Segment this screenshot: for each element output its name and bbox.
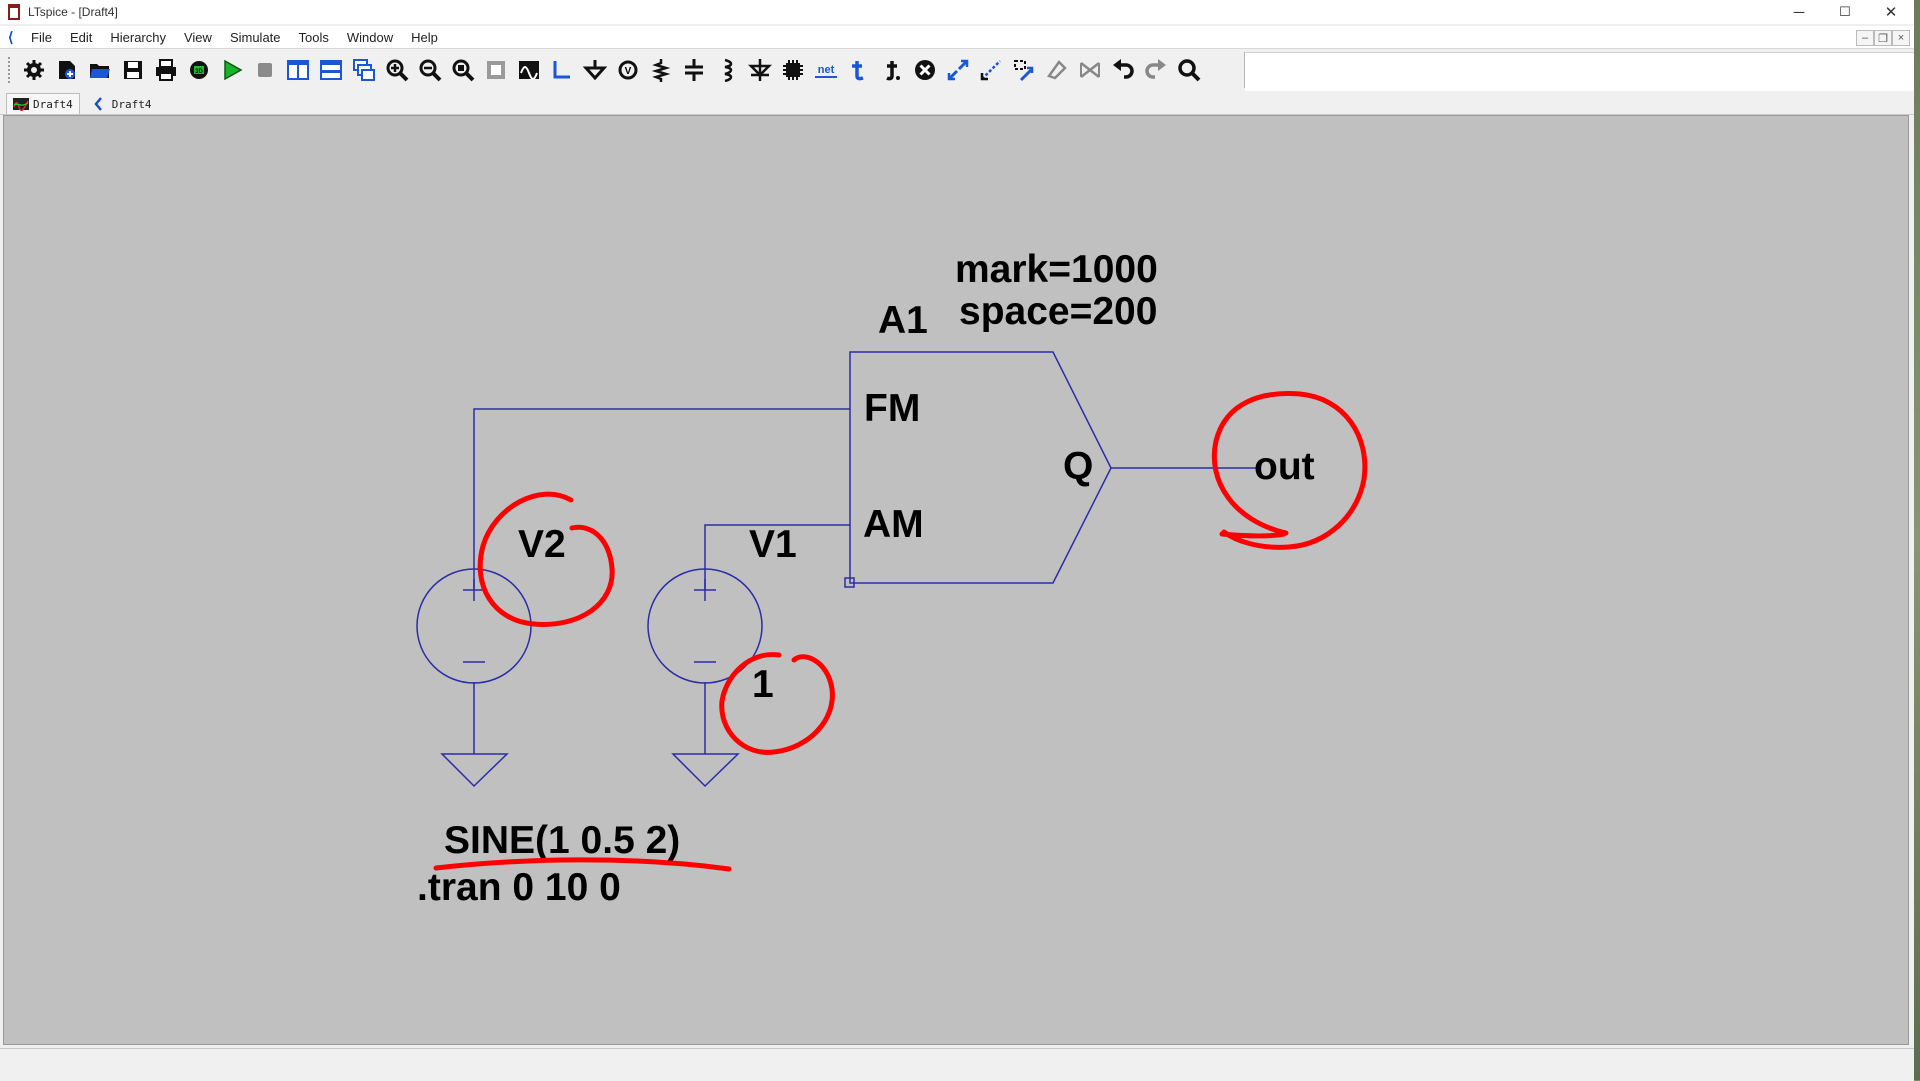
mdi-restore-button[interactable]: ❐: [1874, 30, 1892, 46]
inductor-icon[interactable]: [712, 55, 742, 85]
print-icon[interactable]: [151, 55, 181, 85]
instance-name-a1[interactable]: A1: [878, 299, 928, 342]
netlist-icon[interactable]: 3D: [184, 55, 214, 85]
tab-draft4-waveform[interactable]: Draft4: [6, 93, 80, 114]
menu-edit[interactable]: Edit: [69, 29, 93, 45]
mirror-icon[interactable]: [1075, 55, 1105, 85]
schematic-drawing: mark=1000 space=200 A1 FM AM Q out V2 V1…: [416, 248, 1368, 909]
pin-label-q: Q: [1063, 445, 1093, 488]
annotation-circle-out: [1211, 391, 1368, 550]
annotation-circle-v1-value: [719, 652, 835, 755]
net-label-icon-text: net: [817, 64, 834, 76]
annotation-underline-sine: [433, 857, 732, 872]
voltage-source-icon[interactable]: V: [613, 55, 643, 85]
diode-icon[interactable]: [745, 55, 775, 85]
instance-name-v2[interactable]: V2: [518, 523, 566, 566]
param-space-label[interactable]: space=200: [959, 290, 1157, 333]
svg-text:V: V: [624, 66, 631, 77]
a1-modulator-block[interactable]: [844, 351, 1112, 588]
new-schematic-icon[interactable]: [52, 55, 82, 85]
undo-icon[interactable]: [1108, 55, 1138, 85]
capacitor-icon[interactable]: [679, 55, 709, 85]
wire-icon[interactable]: [547, 55, 577, 85]
annotation-circle-v2: [477, 491, 615, 627]
menu-view[interactable]: View: [183, 29, 212, 45]
ltspice-app-icon: [8, 4, 20, 20]
open-icon[interactable]: [85, 55, 115, 85]
component-icon[interactable]: [778, 55, 808, 85]
tile-horizontal-icon[interactable]: [316, 55, 346, 85]
tab-draft4-schematic[interactable]: Draft4: [86, 94, 158, 114]
run-icon[interactable]: [217, 55, 247, 85]
zoom-fit-icon[interactable]: [481, 55, 511, 85]
waveform-icon[interactable]: [514, 55, 544, 85]
document-tab-bar: Draft4 Draft4: [0, 92, 1914, 115]
v1-voltage-source[interactable]: [647, 568, 763, 684]
resistor-icon[interactable]: [646, 55, 676, 85]
redo-icon[interactable]: [1141, 55, 1171, 85]
title-bar: LTspice - [Draft4] ─ ☐ ✕: [0, 0, 1914, 24]
halt-icon[interactable]: [250, 55, 280, 85]
menu-simulate[interactable]: Simulate: [229, 29, 281, 45]
schematic-canvas[interactable]: mark=1000 space=200 A1 FM AM Q out V2 V1…: [3, 115, 1909, 1045]
svg-text:3D: 3D: [195, 69, 203, 75]
spice-directive-tran[interactable]: .tran 0 10 0: [417, 866, 621, 909]
v1-value-label[interactable]: 1: [752, 663, 774, 706]
spice-directive-icon[interactable]: [877, 55, 907, 85]
save-icon[interactable]: [118, 55, 148, 85]
ground-icon[interactable]: [580, 55, 610, 85]
minimize-button[interactable]: ─: [1793, 3, 1805, 21]
schematic-tab-icon: [94, 97, 102, 111]
cascade-icon[interactable]: [349, 55, 379, 85]
v2-value-label[interactable]: SINE(1 0.5 2): [444, 819, 680, 862]
param-mark-label[interactable]: mark=1000: [955, 248, 1158, 291]
toolbar-grip[interactable]: [8, 57, 13, 83]
maximize-button[interactable]: ☐: [1839, 4, 1851, 19]
window-title: LTspice - [Draft4]: [28, 5, 118, 19]
delete-icon[interactable]: [910, 55, 940, 85]
pin-label-fm: FM: [864, 387, 920, 430]
menu-tools[interactable]: Tools: [298, 29, 329, 45]
menu-window[interactable]: Window: [346, 29, 394, 45]
close-button[interactable]: ✕: [1884, 4, 1898, 21]
net-label-icon[interactable]: net: [811, 55, 841, 85]
zoom-out-icon[interactable]: [415, 55, 445, 85]
tile-vertical-icon[interactable]: [283, 55, 313, 85]
zoom-full-icon[interactable]: [448, 55, 478, 85]
settings-icon[interactable]: [19, 55, 49, 85]
mdi-minimize-button[interactable]: –: [1856, 30, 1874, 46]
duplicate-icon[interactable]: [943, 55, 973, 85]
main-toolbar: 3D V net: [6, 52, 1245, 88]
status-bar: [0, 1048, 1914, 1081]
pin-label-am: AM: [863, 503, 924, 546]
v2-voltage-source[interactable]: [416, 568, 532, 684]
tab-label: Draft4: [33, 97, 73, 111]
waveform-tab-icon: [13, 98, 29, 111]
schematic-icon[interactable]: ⟨: [8, 28, 14, 45]
move-icon[interactable]: [976, 55, 1006, 85]
net-label-out[interactable]: out: [1254, 445, 1315, 488]
toolbar-empty-area: [1245, 52, 1914, 91]
menu-bar: ⟨ File Edit Hierarchy View Simulate Tool…: [0, 26, 1914, 49]
zoom-in-icon[interactable]: [382, 55, 412, 85]
ground-symbol-v2[interactable]: [440, 753, 509, 788]
find-icon[interactable]: [1174, 55, 1204, 85]
menu-file[interactable]: File: [31, 29, 52, 45]
instance-name-v1[interactable]: V1: [749, 523, 797, 566]
wire-fm[interactable]: [473, 408, 850, 590]
red-annotations: [433, 391, 1368, 872]
rotate-icon[interactable]: [1042, 55, 1072, 85]
tab-label: Draft4: [111, 97, 152, 111]
mdi-close-button[interactable]: ×: [1892, 30, 1910, 46]
menu-hierarchy[interactable]: Hierarchy: [110, 29, 166, 45]
desktop-background: [1914, 0, 1920, 1080]
ground-symbol-v1[interactable]: [671, 753, 740, 788]
drag-icon[interactable]: [1009, 55, 1039, 85]
text-icon[interactable]: [844, 55, 874, 85]
menu-help[interactable]: Help: [411, 29, 438, 45]
